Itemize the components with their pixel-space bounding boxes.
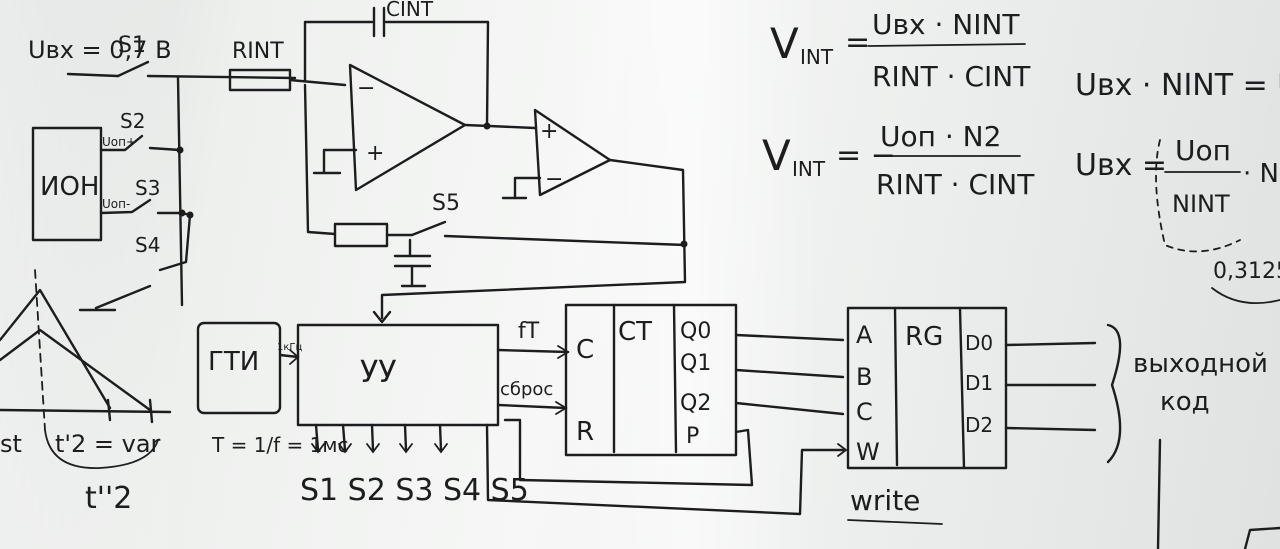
register-rg: A B C W RG D0 D1 D2 выходной код write <box>846 306 1280 549</box>
handwritten-label: код <box>1160 387 1210 417</box>
gti-block: ГТИ 1кГц T = 1/f = 1мс <box>196 321 348 457</box>
handwritten-label: T = 1/f = 1мс <box>211 433 348 457</box>
handwritten-label: − <box>357 76 375 101</box>
handwritten-label: = <box>845 25 870 60</box>
formula-vint-1: V INT = Uвх · NINT RINT · CINT <box>770 8 1031 93</box>
control-unit: УУ S1 S2 S3 S4 S5 fT сброс <box>296 319 570 508</box>
handwritten-label: CT <box>618 317 652 347</box>
handwritten-label: ИОН <box>40 172 99 202</box>
handwritten-label: W <box>856 438 880 466</box>
handwritten-label: t'2 = var <box>55 430 161 458</box>
handwritten-label: Uвх · NINT <box>872 8 1020 41</box>
handwritten-label: R <box>576 417 594 447</box>
handwritten-label: V <box>762 131 791 180</box>
handwritten-label: S3 <box>135 176 160 200</box>
handwritten-label: Uоп+ <box>102 135 136 149</box>
handwritten-label: Uоп · N2 <box>880 120 1001 153</box>
handwritten-label: УУ <box>360 355 397 390</box>
handwritten-label: A <box>856 321 873 349</box>
handwritten-label: t''2 <box>85 481 132 516</box>
handwritten-label: − <box>545 167 563 192</box>
handwritten-label: fT <box>518 319 540 344</box>
handwritten-label: D1 <box>965 371 993 395</box>
handwritten-label: Uоп <box>1175 134 1231 167</box>
formula-uvx: Uвх = Uоп NINT · N 0,3125 <box>1075 134 1280 305</box>
handwritten-label: D0 <box>965 331 993 355</box>
handwritten-label: Q2 <box>680 391 711 416</box>
handwritten-label: INT <box>792 157 826 181</box>
handwritten-label: S4 <box>135 233 160 257</box>
handwritten-label: C <box>856 398 873 426</box>
handwritten-label: S1 S2 S3 S4 S5 <box>300 473 529 508</box>
handwritten-label: write <box>850 484 920 517</box>
handwritten-label: S5 <box>432 191 460 216</box>
handwritten-label: Q1 <box>680 351 711 376</box>
handwritten-label: ГТИ <box>208 347 259 377</box>
opamp-1 <box>348 63 467 192</box>
handwritten-label: 0,3125 <box>1213 259 1280 284</box>
handwritten-label: RINT · CINT <box>876 168 1035 201</box>
handwritten-label: S1 <box>118 33 146 58</box>
handwritten-label: V <box>770 19 799 68</box>
handwritten-label: CINT <box>386 0 434 21</box>
handwritten-label: st <box>0 430 22 458</box>
handwritten-label: · N <box>1243 159 1279 189</box>
integrator: S5 CINT − + + − <box>288 0 688 324</box>
handwritten-label: выходной <box>1133 349 1268 379</box>
handwritten-label: Uвх · NINT = Uо <box>1075 68 1280 103</box>
handwritten-label: RINT <box>232 39 284 64</box>
formula-balance: Uвх · NINT = Uо <box>1075 68 1280 103</box>
counter-ct: C CT R Q0 Q1 Q2 P <box>485 303 848 516</box>
handwritten-label: сброс <box>500 379 553 400</box>
ion-block <box>31 126 103 242</box>
handwritten-label: C <box>576 335 594 365</box>
handwritten-label: Q0 <box>680 319 711 344</box>
formula-vint-2: V INT = − Uоп · N2 RINT · CINT <box>762 120 1035 201</box>
timing-diagram: st t'2 = var t''2 <box>0 269 172 516</box>
handwritten-label: Uоп- <box>102 197 130 211</box>
handwritten-label: D2 <box>965 413 993 437</box>
handwritten-label: 1кГц <box>277 342 303 353</box>
opamp-2 <box>533 108 612 197</box>
handwritten-label: NINT <box>1172 190 1230 218</box>
handwritten-label: Uвх = 0,7 B <box>28 36 172 64</box>
handwritten-label: RG <box>905 322 943 352</box>
handwritten-label: S2 <box>120 109 145 133</box>
handwritten-label: + <box>366 141 384 166</box>
handwritten-label: INT <box>800 45 834 69</box>
handwritten-label: RINT · CINT <box>872 60 1031 93</box>
input-section: Uвх = 0,7 B S1 RINT ИОН Uоп+ Uоп- S2 S3 … <box>28 33 297 312</box>
handwritten-label: P <box>686 424 699 449</box>
handwritten-label: B <box>856 363 872 391</box>
handwritten-label: Uвх = <box>1075 148 1167 183</box>
handwritten-label: + <box>540 119 558 144</box>
